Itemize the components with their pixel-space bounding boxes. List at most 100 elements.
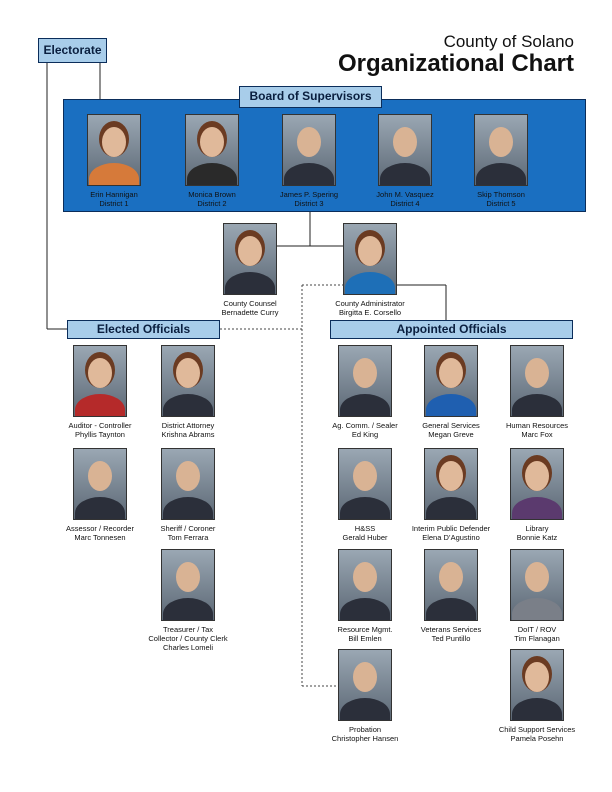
portrait-photo <box>424 345 478 417</box>
portrait-photo <box>223 223 277 295</box>
member-district: District 5 <box>486 199 516 208</box>
member-name: Monica Brown <box>188 190 236 199</box>
position-title: District Attorney <box>161 421 215 430</box>
person-name: Elena D’Agustino <box>422 533 480 542</box>
portrait-photo <box>282 114 336 186</box>
portrait-photo <box>510 345 564 417</box>
board-of-supervisors-label: Board of Supervisors <box>239 86 382 108</box>
portrait-photo <box>161 549 215 621</box>
member-district: District 1 <box>99 199 129 208</box>
position-title: Ag. Comm. / Sealer <box>332 421 398 430</box>
position-title: Probation <box>348 725 382 734</box>
person-name: Bonnie Katz <box>516 533 558 542</box>
person-name: Ed King <box>351 430 379 439</box>
position-title: Treasurer / Tax <box>162 625 214 634</box>
portrait-photo <box>510 649 564 721</box>
elected-officials-label: Elected Officials <box>67 320 220 339</box>
person-name: Marc Tonnesen <box>74 533 126 542</box>
portrait-photo <box>510 448 564 520</box>
position-title: Child Support Services <box>498 725 576 734</box>
portrait-photo <box>424 448 478 520</box>
portrait-photo <box>338 549 392 621</box>
position-title: Library <box>525 524 549 533</box>
position-title: Sheriff / Coroner <box>160 524 216 533</box>
person-name: Marc Fox <box>521 430 553 439</box>
chart-subtitle: County of Solano <box>443 32 574 51</box>
person-name: Ted Puntillo <box>431 634 471 643</box>
person-name: Christopher Hansen <box>331 734 399 743</box>
position-title-line2: Collector / County Clerk <box>148 634 228 643</box>
member-name: Erin Hannigan <box>90 190 138 199</box>
position-title: County Administrator <box>335 299 405 308</box>
portrait-photo <box>510 549 564 621</box>
person-name: Phyllis Taynton <box>75 430 125 439</box>
position-title: DoIT / ROV <box>517 625 557 634</box>
person-name: Bernadette Curry <box>221 308 279 317</box>
position-title: Human Resources <box>505 421 569 430</box>
member-district: District 3 <box>294 199 324 208</box>
position-title: Veterans Services <box>420 625 482 634</box>
portrait-photo <box>474 114 528 186</box>
portrait-photo <box>378 114 432 186</box>
position-title: Interim Public Defender <box>411 524 491 533</box>
position-title: Auditor - Controller <box>68 421 132 430</box>
position-title: H&SS <box>354 524 376 533</box>
chart-title: Organizational Chart <box>337 50 574 77</box>
person-name: Gerald Huber <box>342 533 388 542</box>
portrait-photo <box>338 448 392 520</box>
appointed-officials-label: Appointed Officials <box>330 320 573 339</box>
person-name: Tim Flanagan <box>514 634 560 643</box>
member-name: John M. Vasquez <box>376 190 434 199</box>
person-name: Pamela Posehn <box>510 734 564 743</box>
portrait-photo <box>73 448 127 520</box>
portrait-photo <box>161 448 215 520</box>
position-title: Assessor / Recorder <box>66 524 134 533</box>
portrait-photo <box>87 114 141 186</box>
person-name: Megan Greve <box>428 430 474 439</box>
portrait-photo <box>161 345 215 417</box>
person-name: Tom Ferrara <box>167 533 209 542</box>
portrait-photo <box>424 549 478 621</box>
person-name: Birgitta E. Corsello <box>338 308 402 317</box>
person-name: Charles Lomeli <box>162 643 214 652</box>
person-name: Krishna Abrams <box>161 430 215 439</box>
electorate-box: Electorate <box>38 38 107 63</box>
portrait-photo <box>185 114 239 186</box>
position-title: General Services <box>422 421 480 430</box>
position-title: County Counsel <box>223 299 277 308</box>
member-name: Skip Thomson <box>477 190 525 199</box>
appointed-official: Resource Mgmt.Bill Emlen <box>310 549 420 643</box>
portrait-photo <box>73 345 127 417</box>
portrait-photo <box>338 345 392 417</box>
person-name: Bill Emlen <box>348 634 382 643</box>
portrait-photo <box>343 223 397 295</box>
member-district: District 2 <box>197 199 227 208</box>
position-title: Resource Mgmt. <box>337 625 393 634</box>
member-district: District 4 <box>390 199 420 208</box>
member-name: James P. Spering <box>279 190 339 199</box>
portrait-photo <box>338 649 392 721</box>
